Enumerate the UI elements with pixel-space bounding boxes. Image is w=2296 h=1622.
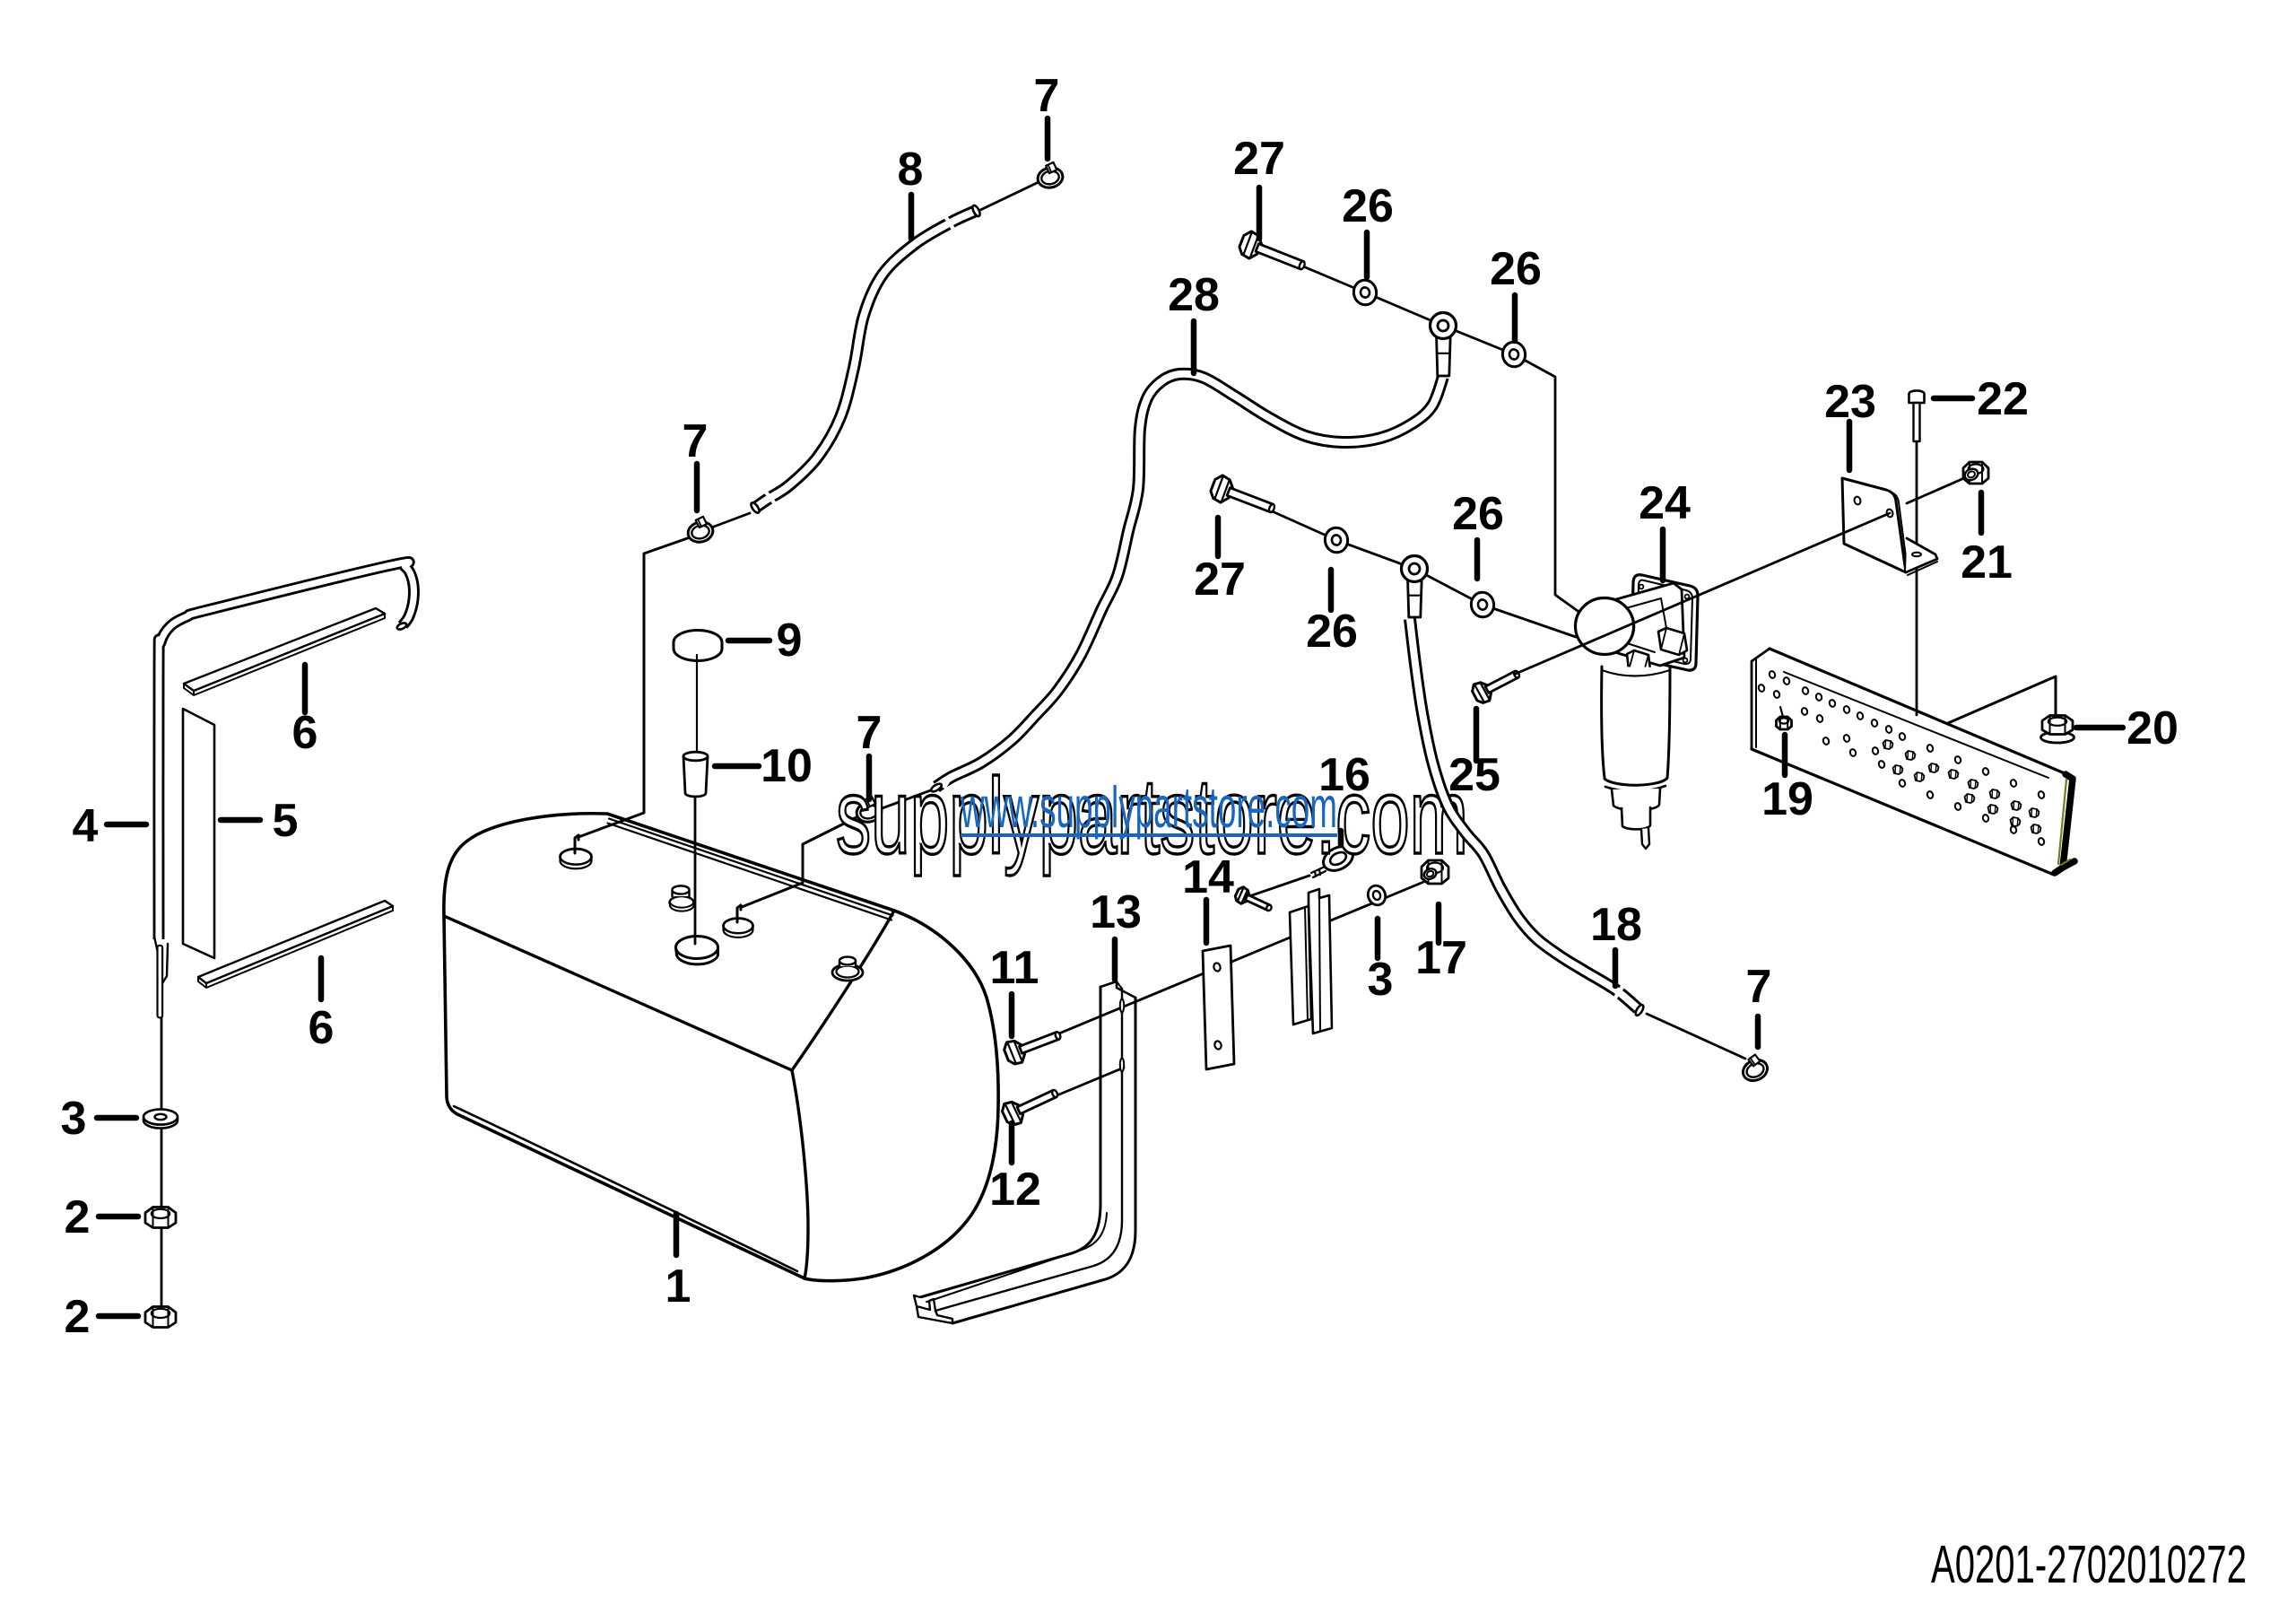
callout-label-2: 2 [65,1191,91,1243]
callout-label-21: 21 [1961,536,2013,589]
callout-label-9: 9 [777,615,803,667]
callout-label-22: 22 [1977,373,2029,425]
part-5-rubber-pad [181,707,216,960]
callout-label-23: 23 [1824,376,1876,428]
part-24-fuel-filter [1573,573,1700,850]
callout-label-27: 27 [1233,133,1285,185]
callout-label-12: 12 [989,1164,1041,1216]
part-27-bolt-lower [1209,474,1276,514]
part-23-angle-bracket [1840,476,1939,576]
callout-label-17: 17 [1415,932,1467,984]
callout-label-4: 4 [73,800,99,852]
callout-label-1: 1 [665,1260,691,1312]
part-7-hose-clamp-top [1036,161,1065,189]
pivot-bolt [1233,885,1273,912]
parts-over-watermark [1404,618,1770,1083]
callout-label-25: 25 [1448,749,1500,801]
part-22-bolt [1908,389,1926,443]
callout-label-3: 3 [61,1093,87,1145]
left-strap-hardware [142,1108,179,1329]
part-8-fuel-hose [750,204,981,514]
callout-label-11: 11 [990,942,1039,994]
callout-label-14: 14 [1182,851,1234,903]
leader-lines [577,534,865,909]
callout-label-8: 8 [898,144,924,196]
part-19-channel-bracket [1750,647,2078,876]
part-7-hose-clamp-right [1741,1053,1770,1083]
callout-label-7: 7 [1034,70,1060,122]
callout-label-26: 26 [1490,243,1542,295]
part-4-tank-strap [152,556,420,1019]
callout-label-19: 19 [1761,773,1813,825]
part-7-hose-clamp-middle [855,795,883,824]
drawing-code: A0201-2702010272 [1931,1535,2247,1594]
watermark: supplypartstore.com www.supplypartstore.… [834,754,1469,877]
part-14-clamp-plate [1201,944,1236,1071]
callout-label-18: 18 [1590,899,1642,951]
callout-label-2: 2 [65,1291,91,1343]
part-6-wear-strip-upper [182,606,387,696]
retainer-clip [1288,887,1334,1035]
part-9-cap-and-part-10-plug [672,629,724,946]
callout-label-20: 20 [2126,702,2179,754]
callout-label-27: 27 [1194,554,1246,606]
part-6-wear-strip-lower [196,899,395,989]
callout-label-16: 16 [1318,749,1370,801]
callout-label-6: 6 [292,707,318,759]
callout-label-13: 13 [1090,886,1142,938]
callout-label-7: 7 [857,707,883,759]
callout-label-28: 28 [1168,269,1220,321]
part-21-nut [1961,460,1990,485]
callout-label-7: 7 [1746,961,1772,1013]
part-25-bolt [1471,669,1521,704]
part-11-bolt-and-part-12-bolt [1001,1031,1062,1127]
part-20-nut [1946,675,2075,745]
callout-label-6: 6 [309,1002,335,1054]
filter-mounting-axis [1514,473,1974,676]
banjo-fitting-lower [1399,554,1430,619]
watermark-link-text[interactable]: www.supplypartstore.com [960,774,1337,840]
diagram-parts [142,161,2078,1329]
part-26-washers-lower [1323,526,1496,619]
callout-label-26: 26 [1306,606,1358,658]
callout-label-5: 5 [273,795,299,847]
banjo-fitting-upper [1428,310,1458,378]
callout-label-24: 24 [1639,477,1691,529]
part-28-fuel-hose [929,367,1449,793]
callout-label-26: 26 [1342,180,1394,232]
part-3-washer-and-part-17-nut [1366,859,1450,907]
callout-label-10: 10 [761,740,813,792]
watermark-outline-text: supplypartstore.com [836,756,1468,876]
part-13-mounting-bracket [912,980,1137,1325]
part-26-washers-upper [1352,278,1527,369]
callout-label-3: 3 [1368,954,1394,1006]
part-1-fuel-tank [442,811,1000,1283]
callout-label-7: 7 [683,415,709,467]
part-7-hose-clamp-left [686,515,715,544]
part-18-fuel-hose [1404,618,1747,1060]
part-16-eye-bolt [1309,845,1354,879]
callout-label-26: 26 [1452,488,1504,540]
